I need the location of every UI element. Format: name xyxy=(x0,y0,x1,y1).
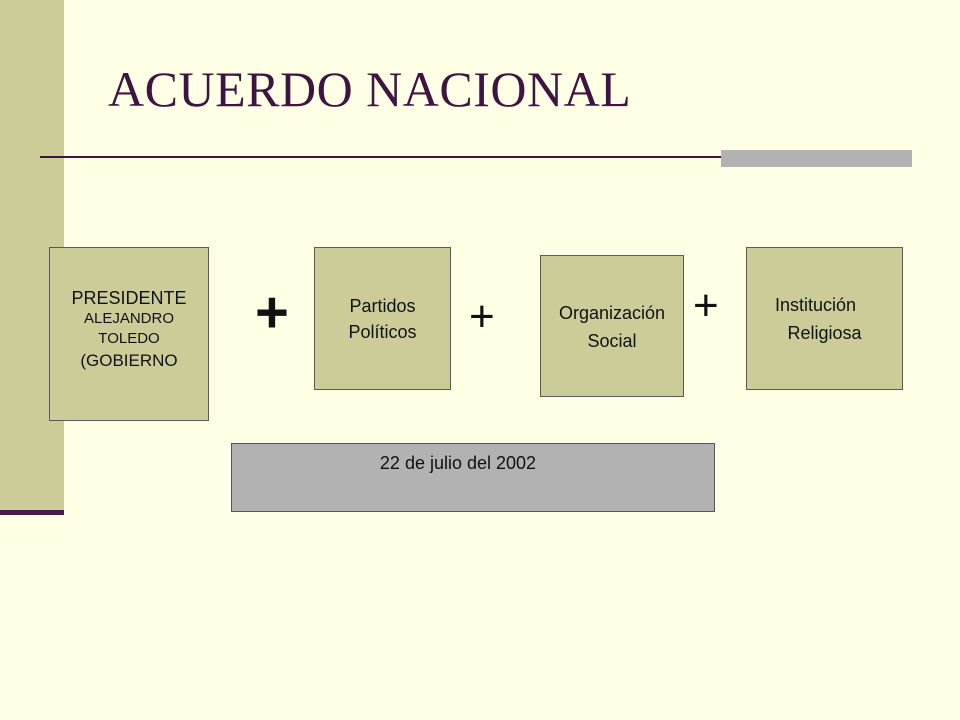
president-line-3: TOLEDO xyxy=(98,330,160,347)
plus-sign-1: + xyxy=(255,280,289,345)
social-organization-box: Organización Social xyxy=(540,255,684,397)
slide-title: ACUERDO NACIONAL xyxy=(108,61,632,117)
president-line-2: ALEJANDRO xyxy=(83,310,175,327)
parties-line-2: Políticos xyxy=(348,322,417,342)
plus-sign-2: + xyxy=(469,292,495,341)
president-line-4: (GOBIERNO xyxy=(80,351,178,370)
religious-line-1: Institución xyxy=(774,295,857,315)
parties-line-1: Partidos xyxy=(349,296,416,316)
plus-sign-3: + xyxy=(693,281,719,330)
president-line-1: PRESIDENTE xyxy=(71,288,187,308)
social-line-1: Organización xyxy=(558,303,666,323)
side-bar-cap xyxy=(0,510,64,515)
title-underline xyxy=(40,156,912,158)
religious-institution-box: Institución Religiosa xyxy=(746,247,903,390)
parties-box: Partidos Políticos xyxy=(314,247,451,390)
date-text: 22 de julio del 2002 xyxy=(379,453,537,473)
religious-line-2: Religiosa xyxy=(787,323,862,343)
president-box: PRESIDENTE ALEJANDRO TOLEDO (GOBIERNO xyxy=(49,247,209,421)
social-line-2: Social xyxy=(587,331,637,351)
title-underline-accent xyxy=(721,150,912,167)
date-box: 22 de julio del 2002 xyxy=(231,443,715,512)
